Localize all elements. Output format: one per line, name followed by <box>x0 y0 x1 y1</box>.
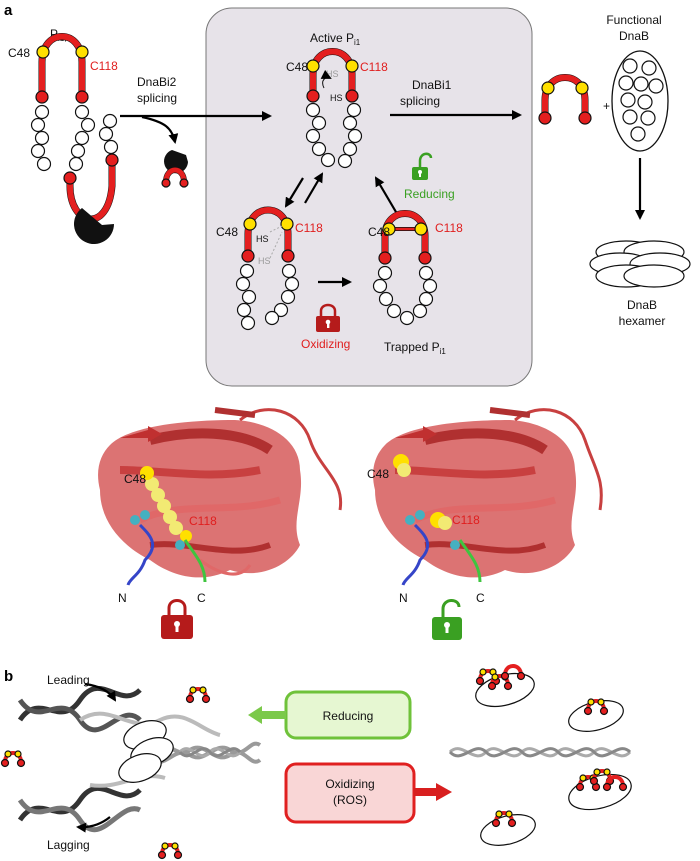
leading-label: Leading <box>47 673 90 687</box>
reducing-label: Reducing <box>404 187 455 201</box>
struct-right-unlock-icon <box>432 599 462 640</box>
trapped-c48-label: C48 <box>368 225 390 239</box>
active-pi1: Active Pi1 C48 C118 HS HS <box>286 31 388 169</box>
reducing-arrow <box>374 176 397 213</box>
active-c48-label: C48 <box>286 60 308 74</box>
duplex-dna-right <box>448 747 632 758</box>
small-pacman <box>164 150 188 174</box>
leading-arrow <box>84 682 117 702</box>
cysteine-c48 <box>36 45 50 59</box>
hexamer-label-2: hexamer <box>619 314 666 328</box>
locked-lock-icon <box>316 303 340 332</box>
struct-left-c: C <box>197 591 206 605</box>
helicase-ring-r4 <box>480 810 536 846</box>
cysteine-c118 <box>75 45 89 59</box>
active-hs-gray: HS <box>326 69 339 79</box>
panel-a-letter: a <box>4 2 13 19</box>
active-c118-label: C118 <box>360 60 388 74</box>
active-hs: HS <box>330 93 343 103</box>
helicase-ring-r3 <box>568 768 632 811</box>
excised-intein-fragment <box>161 167 189 188</box>
duplex-dna-left <box>178 747 242 758</box>
functional-label-2: DnaB <box>619 29 649 43</box>
helicase-ring-r2 <box>568 698 624 732</box>
equilibrium-arrow-up <box>304 172 324 204</box>
alt-hs: HS <box>256 234 269 244</box>
lagging-arrow <box>76 816 111 833</box>
equilibrium-arrow-down <box>284 177 304 208</box>
c48-label: C48 <box>8 46 30 60</box>
oxidizing-box-label-2: (ROS) <box>333 793 367 807</box>
reducing-box-label: Reducing <box>323 709 374 723</box>
struct-left-c48: C48 <box>124 472 146 486</box>
active-pi1-alt: C48 C118 HS HS <box>216 206 323 331</box>
branch-arrow <box>141 115 179 144</box>
functional-label-1: Functional <box>606 13 661 27</box>
alt-hs-gray: HS <box>258 256 271 266</box>
c118-label: C118 <box>90 59 118 73</box>
struct-left-c118: C118 <box>189 514 217 528</box>
fork-helicase <box>118 720 174 783</box>
alt-c48-label: C48 <box>216 225 238 239</box>
intein-icon-b1 <box>185 686 211 704</box>
trapped-label: Trapped Pi1 <box>384 340 446 356</box>
oxidizing-box-label-1: Oxidizing <box>325 777 374 791</box>
functional-dnab <box>611 50 669 152</box>
unlocked-lock-icon <box>412 152 433 180</box>
dnab-hexamer <box>589 240 691 288</box>
struct-right-c48: C48 <box>367 467 389 481</box>
intein-icon-b3 <box>157 842 183 860</box>
structure-oxidized-right <box>373 407 603 586</box>
plus-sign: + <box>603 99 610 113</box>
oxidizing-label: Oxidizing <box>301 337 350 351</box>
intein-icon-b2 <box>0 750 26 768</box>
alt-c118-label: C118 <box>295 221 323 235</box>
struct-left-lock-icon <box>161 599 193 639</box>
dnabi1-label-2: splicing <box>400 94 440 108</box>
active-label: Active Pi1 <box>310 31 361 47</box>
helicase-ring-r1 <box>475 664 535 708</box>
struct-right-c: C <box>476 591 485 605</box>
precursor-protein: Pi1,i2 C48 C118 <box>8 27 119 245</box>
struct-right-n: N <box>399 591 408 605</box>
protease-pacman <box>74 208 114 245</box>
struct-left-n: N <box>118 591 127 605</box>
trapped-c118-label: C118 <box>435 221 463 235</box>
panel-b-letter: b <box>4 668 13 685</box>
structure-reduced-left <box>98 407 343 586</box>
excised-intein <box>538 74 592 125</box>
lagging-label: Lagging <box>47 838 90 852</box>
dnabi2-label-1: DnaBi2 <box>137 75 177 89</box>
trapped-pi1: C48 C118 Trapped Pi1 <box>368 210 463 356</box>
dnabi2-label-2: splicing <box>137 91 177 105</box>
hexamer-label-1: DnaB <box>627 298 657 312</box>
dnabi1-label-1: DnaBi1 <box>412 78 452 92</box>
replication-fork-dna <box>17 685 262 833</box>
struct-right-c118: C118 <box>452 513 480 527</box>
